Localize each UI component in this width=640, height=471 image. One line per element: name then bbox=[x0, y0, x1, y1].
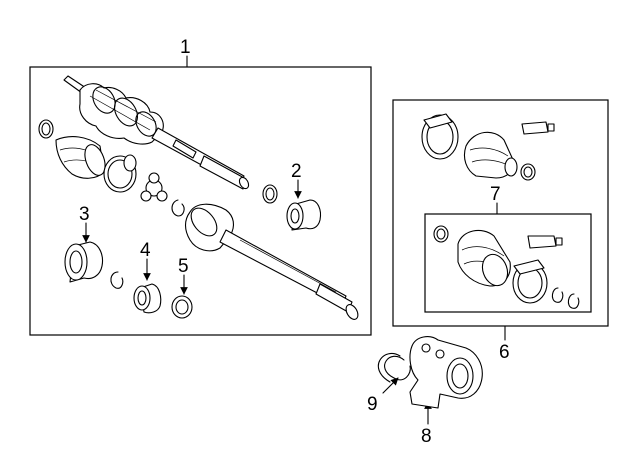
callout-9: 9 bbox=[367, 394, 378, 415]
callout-5: 5 bbox=[178, 256, 189, 277]
support-bracket-8-icon bbox=[409, 336, 483, 409]
kit-clamp-small-icon bbox=[520, 163, 536, 181]
snap-ring-small-icon bbox=[171, 199, 185, 217]
outer-boot-icon bbox=[55, 136, 106, 179]
kit-outer-boot-icon bbox=[463, 131, 518, 179]
axle-assembly-frame bbox=[29, 66, 372, 336]
clamp-mid-icon bbox=[123, 154, 137, 172]
kit7-grease-tube-icon bbox=[527, 235, 563, 249]
snap-ring-3-icon bbox=[110, 271, 124, 289]
callout-2: 2 bbox=[291, 161, 302, 182]
leader-9 bbox=[382, 377, 399, 394]
kit7-inner-boot-icon bbox=[457, 229, 511, 287]
inner-boot-kit-frame bbox=[424, 213, 592, 313]
kit7-clamp-large-icon bbox=[512, 259, 548, 304]
callout-1: 1 bbox=[180, 37, 191, 58]
seal-4-icon bbox=[133, 283, 162, 314]
kit7-clamp-small-icon bbox=[433, 225, 449, 243]
bearing-2-icon bbox=[286, 199, 322, 231]
tripod-icon bbox=[140, 172, 168, 202]
callout-8: 8 bbox=[421, 426, 432, 447]
callout-6: 6 bbox=[499, 342, 510, 363]
outer-cv-joint-icon bbox=[63, 75, 164, 145]
kit7-snap-ring-a-icon bbox=[551, 287, 564, 303]
snap-ring-9-icon bbox=[377, 353, 411, 383]
clamp-ring-icon bbox=[262, 184, 278, 204]
kit7-snap-ring-b-icon bbox=[567, 293, 580, 309]
seal-5-icon bbox=[171, 295, 193, 319]
callout-3: 3 bbox=[79, 204, 90, 225]
kit-grease-tube-icon bbox=[521, 121, 555, 135]
bearing-3-icon bbox=[64, 241, 104, 283]
upper-half-shaft-icon bbox=[151, 127, 250, 190]
inner-joint-housing-icon bbox=[184, 203, 359, 320]
outer-boot-kit-frame bbox=[392, 99, 609, 327]
callout-7: 7 bbox=[490, 184, 501, 205]
boot-clamp-small-icon bbox=[38, 119, 54, 139]
kit-clamp-large-icon bbox=[421, 113, 459, 160]
callout-4: 4 bbox=[140, 240, 151, 261]
